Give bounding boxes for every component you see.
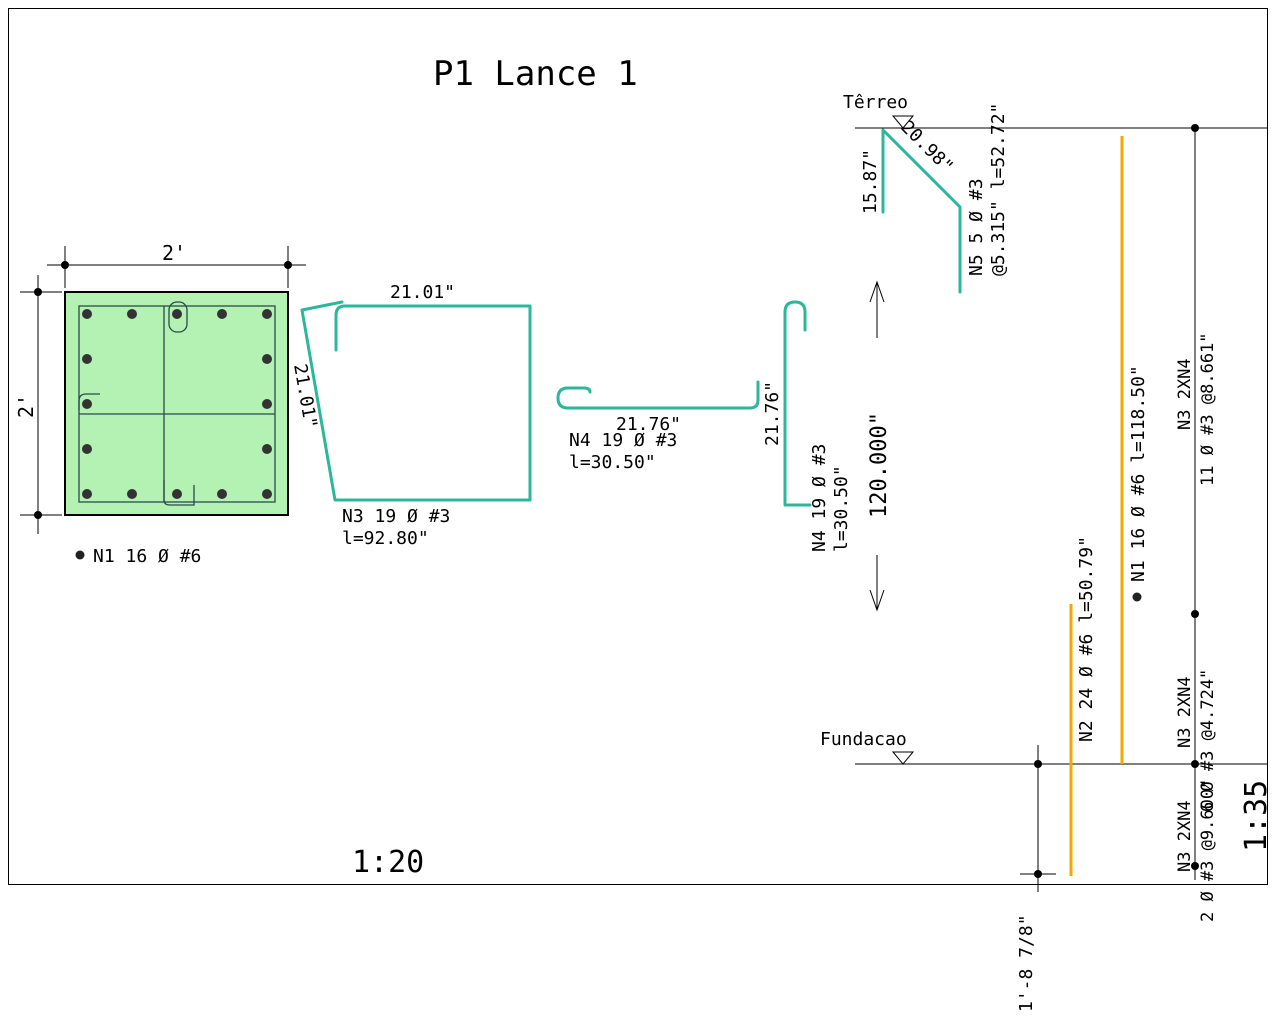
n1-bar-marker [1132,592,1142,602]
n4-vertical-length: l=30.50" [831,465,852,552]
n5-diag-length: 20.98" [896,117,957,178]
level-top-label: Têrreo [843,92,908,113]
n5-bar-shape [881,128,962,294]
drawing-frame [8,8,1268,885]
n3-top-length: 21.01" [390,282,455,303]
n3-bar-shape [300,300,532,502]
n3-middle-spacing: 6 Ø #3 @4.724" [1198,669,1218,812]
bar-legend-icon [75,550,85,560]
section-height-label: 2' [14,394,38,418]
n3-label: N3 19 Ø #3 [342,506,450,527]
column-elevation: Têrreo Fundacao 15.87" 20.98" N5 5 Ø #3 … [820,92,1268,1012]
n3-side-length: 21.01" [289,362,321,430]
n3-stirrup-detail: 21.01" 21.01" N3 19 Ø #3 l=92.80" [289,282,532,549]
n5-label: N5 5 Ø #3 [966,178,987,276]
n5-spacing: @5.315" l=52.72" [988,103,1009,276]
n4-horizontal-label: N4 19 Ø #3 [569,430,677,451]
scale-left: 1:20 [352,845,424,880]
drawing-title: P1 Lance 1 [433,54,638,94]
n4-horizontal-length-label: 21.76" [616,414,681,435]
n3-upper-spacing: 11 Ø #3 @8.661" [1198,332,1218,486]
n4-vertical-label: N4 19 Ø #3 [809,444,830,552]
section-width-label: 2' [162,241,186,265]
n4-horizontal-shape [556,380,760,410]
column-cross-section: 2' 2' N1 16 Ø #6 [14,241,306,567]
n5-left-length: 15.87" [860,149,881,214]
n1-elevation-label: N1 16 Ø #6 l=118.50" [1128,365,1149,582]
n3-lower-spacing: 2 Ø #3 @9.600" [1198,779,1218,922]
n3-upper-label: N3 2XN4 [1175,358,1195,430]
n4-vertical-shape [783,300,812,507]
n2-elevation-label: N2 24 Ø #6 l=50.79" [1076,536,1097,742]
section-concrete [64,291,289,516]
n4-vertical-length-label: 21.76" [762,381,783,446]
n3-middle-label: N3 2XN4 [1175,676,1195,748]
section-bar-legend: N1 16 Ø #6 [93,546,201,567]
n4-horizontal-detail: 21.76" N4 19 Ø #3 l=30.50" [556,380,760,473]
scale-right: 1:35 [1239,780,1274,852]
n4-vertical-detail: 21.76" N4 19 Ø #3 l=30.50" [762,300,852,552]
n3-length: l=92.80" [342,528,429,549]
level-bottom-label: Fundacao [820,729,907,750]
elevation-height-label: 120.000" [867,412,892,518]
section-bars [82,309,272,499]
foundation-depth-label: 1'-8 7/8" [1016,914,1037,1012]
n3-lower-label: N3 2XN4 [1175,800,1195,872]
n4-horizontal-length: l=30.50" [569,452,656,473]
